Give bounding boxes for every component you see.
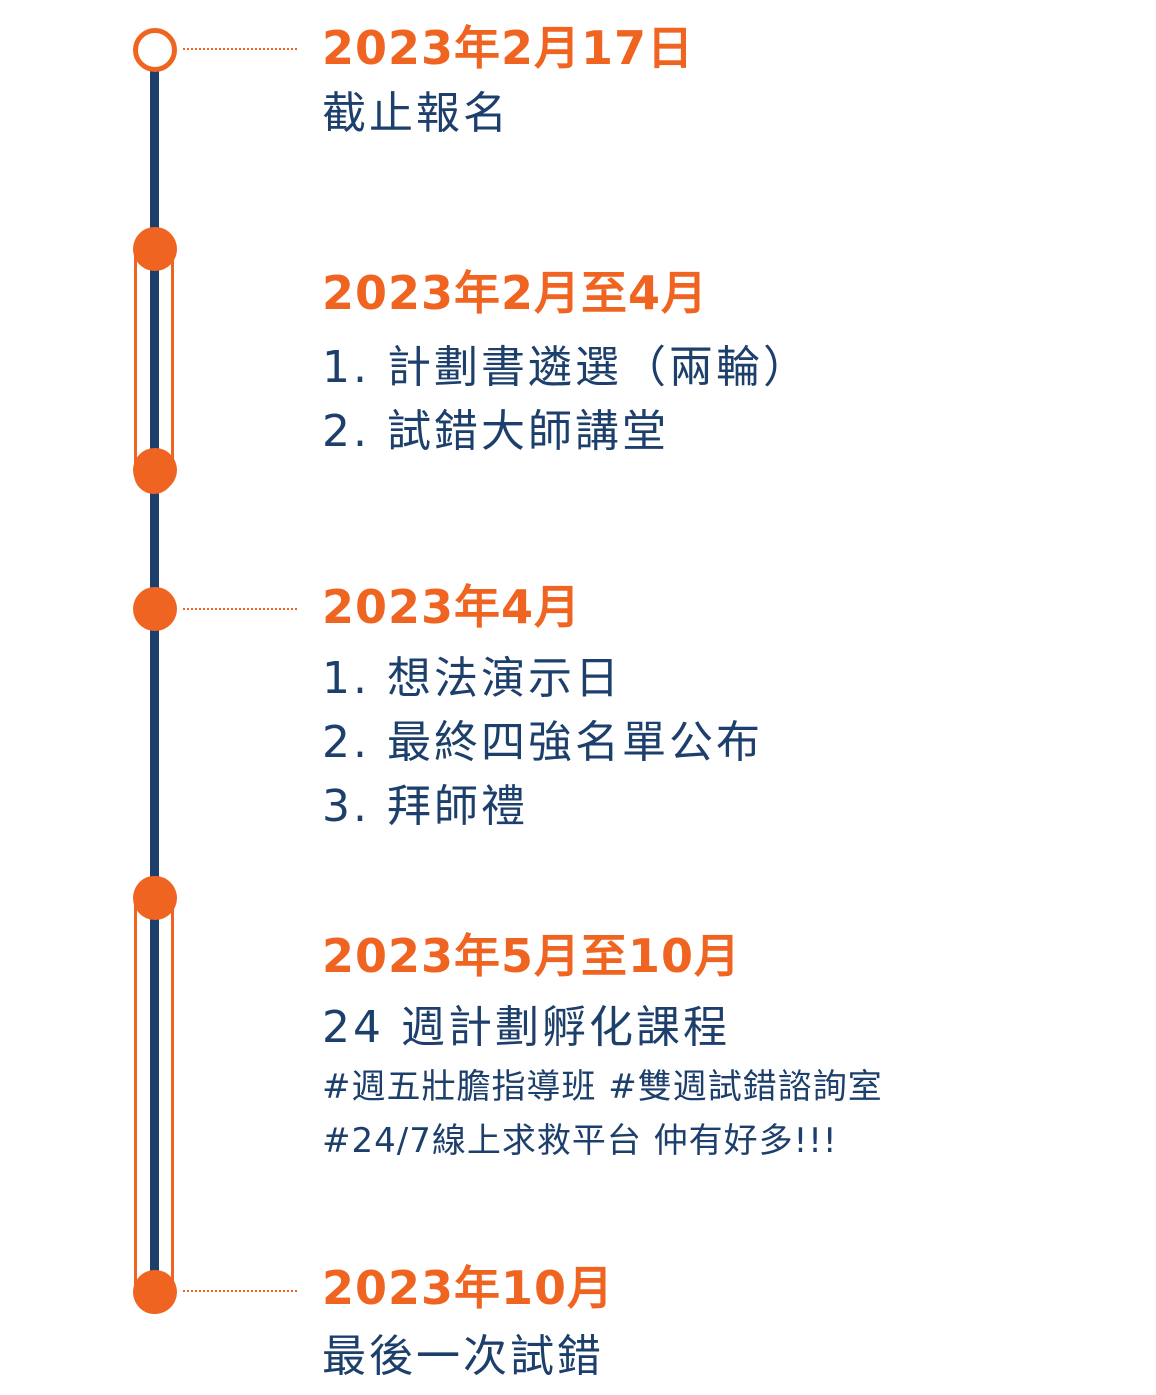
dotted-connector xyxy=(183,1290,297,1292)
milestone-date: 2023年2月至4月 xyxy=(322,266,709,320)
tag-line: #24/7線上求救平台 仲有好多!!! xyxy=(322,1121,838,1161)
period-end-marker xyxy=(133,448,177,492)
milestone-marker xyxy=(133,587,177,631)
milestone-description: 24 週計劃孵化課程 xyxy=(322,996,730,1060)
dotted-connector xyxy=(183,608,297,610)
milestone-item: 3. 拜師禮 xyxy=(322,781,528,832)
milestone-date: 2023年4月 xyxy=(322,580,582,634)
dotted-connector xyxy=(183,48,297,50)
milestone-description: 截止報名 xyxy=(322,82,510,146)
tag-line: #週五壯膽指導班 #雙週試錯諮詢室 xyxy=(322,1067,883,1107)
milestone-item: 截止報名 xyxy=(322,88,510,139)
milestone-item: 2. 最終四強名單公布 xyxy=(322,717,763,768)
milestone-date: 2023年10月 xyxy=(322,1261,615,1315)
milestone-description: 1. 想法演示日 2. 最終四強名單公布 3. 拜師禮 xyxy=(322,647,763,839)
timeline-spine xyxy=(150,50,159,1292)
period-end-marker xyxy=(133,1270,177,1314)
milestone-item: 最後一次試錯 xyxy=(322,1331,604,1382)
period-bracket-may-oct xyxy=(134,876,174,1314)
milestone-item: 1. 計劃書遴選（兩輪） xyxy=(322,342,810,393)
milestone-description: 1. 計劃書遴選（兩輪） 2. 試錯大師講堂 xyxy=(322,336,810,464)
milestone-item: 24 週計劃孵化課程 xyxy=(322,1002,730,1053)
milestone-date: 2023年2月17日 xyxy=(322,21,695,75)
milestone-item: 2. 試錯大師講堂 xyxy=(322,406,669,457)
milestone-description: 最後一次試錯 xyxy=(322,1325,604,1389)
period-start-marker xyxy=(133,227,177,271)
milestone-marker-hollow xyxy=(133,28,177,72)
milestone-tags: #週五壯膽指導班 #雙週試錯諮詢室 #24/7線上求救平台 仲有好多!!! xyxy=(322,1060,883,1168)
milestone-date: 2023年5月至10月 xyxy=(322,929,742,983)
milestone-item: 1. 想法演示日 xyxy=(322,653,622,704)
period-start-marker xyxy=(133,876,177,920)
